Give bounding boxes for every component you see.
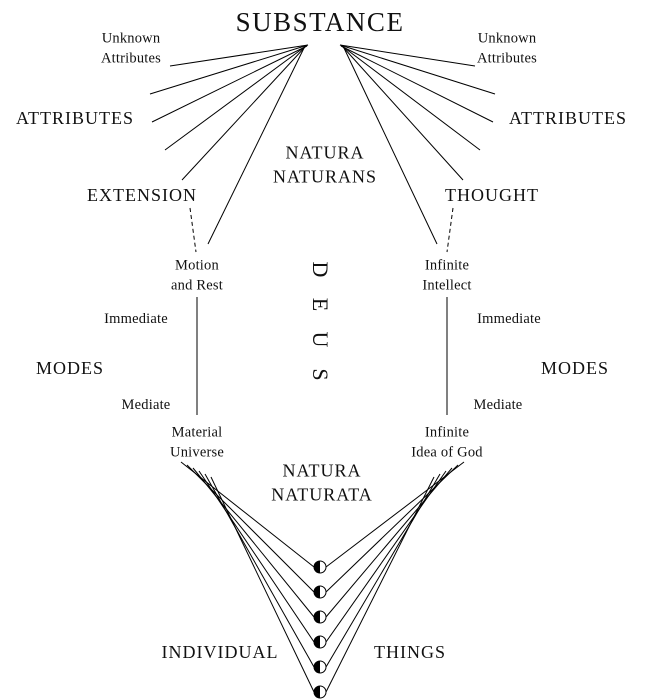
unknown-attributes-left-label: Unknown Attributes [101,30,161,66]
material-universe-fan-line [210,476,315,693]
extension-motion-dashed-line [189,207,197,253]
individual-thing-node [313,610,327,624]
deus-letter: U [308,331,333,348]
substance-left-fan-line [151,45,308,123]
substance-left-fan-line [149,44,309,95]
substance-right-fan-line [339,44,476,67]
individual-thing-node [313,560,327,574]
material-universe-fan-line [204,473,315,668]
individual-thing-node [313,685,327,699]
things-label: THINGS [374,641,446,662]
substance-left-fan-line [181,46,306,181]
deus-vertical-label: D E U S [307,259,333,386]
material-universe-label: Material Universe [170,424,224,460]
material-universe-fan-line [198,470,315,643]
idea-of-god-fan-line [325,476,435,693]
mediate-right-label: Mediate [473,397,523,414]
individual-label: INDIVIDUAL [161,641,279,662]
motion-and-rest-label: Motion and Rest [171,257,223,293]
infinite-intellect-label: Infinite Intellect [422,257,472,293]
infinite-idea-of-god-label: Infinite Idea of God [411,424,483,460]
substance-right-fan-line [342,46,464,181]
substance-right-fan-line [340,45,494,123]
natura-naturans-label: NATURA NATURANS [272,142,378,187]
material-universe-fan-line [180,461,315,568]
extension-label: EXTENSION [87,184,197,205]
idea-of-god-fan-line [325,461,465,568]
immediate-left-label: Immediate [104,311,168,328]
mediate-left-label: Mediate [121,397,171,414]
immediate-right-label: Immediate [477,311,541,328]
individual-thing-node [313,635,327,649]
natura-naturata-label: NATURA NATURATA [271,460,373,505]
substance-left-fan-line [207,47,305,245]
idea-of-god-fan-line [325,470,447,643]
substance-right-fan-line [343,47,438,245]
individual-things-column [313,560,327,699]
substance-left-fan-line [169,44,309,67]
modes-right-label: MODES [540,357,610,378]
substance-right-fan-line [339,44,496,95]
attributes-right-label: ATTRIBUTES [509,107,627,128]
deus-letter: D [308,261,333,278]
deus-letter: E [308,297,333,312]
attributes-left-label: ATTRIBUTES [16,107,134,128]
unknown-attributes-right-label: Unknown Attributes [477,30,537,66]
thought-label: THOUGHT [445,184,539,205]
idea-of-god-fan-line [325,473,441,668]
substance-right-fan-line [341,45,481,151]
deus-letter: S [307,368,333,381]
thought-intellect-dashed-line [446,207,454,253]
substance-label: SUBSTANCE [235,6,405,37]
modes-left-label: MODES [35,357,105,378]
individual-thing-node [313,660,327,674]
substance-left-fan-line [164,45,307,151]
individual-thing-node [313,585,327,599]
